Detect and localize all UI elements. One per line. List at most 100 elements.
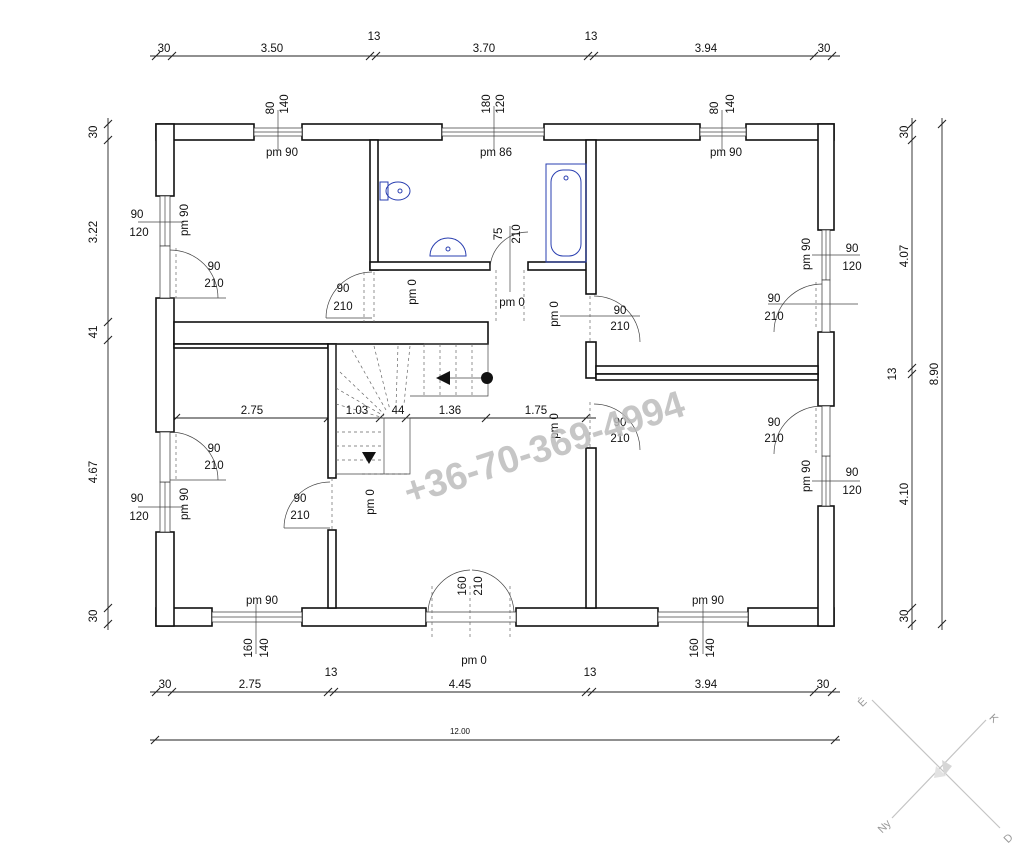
window-sill-label: pm 86 — [480, 147, 512, 159]
dim-left-label: 41 — [88, 326, 100, 339]
door-height-label: 210 — [764, 311, 783, 323]
door-width-label: 90 — [768, 417, 781, 429]
dim-interior-label: 44 — [392, 405, 405, 417]
window-height-label: 120 — [842, 261, 861, 273]
dim-bottom-label: 13 — [325, 667, 338, 679]
stair-down-arrow-icon — [362, 452, 376, 464]
door-sill-label: pm 0 — [549, 413, 561, 439]
dim-left-label: 30 — [88, 610, 100, 623]
window-sill-label: pm 90 — [246, 595, 278, 607]
window-width-label: 160 — [243, 638, 255, 657]
dim-top-label: 3.94 — [695, 43, 718, 55]
door-sill-label: pm 0 — [407, 279, 419, 305]
walls — [155, 123, 835, 627]
compass-north-label: É — [855, 695, 869, 709]
window-width-label: 90 — [846, 467, 859, 479]
compass-east-label: K — [986, 712, 1000, 726]
door-height-label: 210 — [610, 321, 629, 333]
window-sill-label: pm 90 — [692, 595, 724, 607]
door-height-label: 210 — [290, 510, 309, 522]
window-sill-label: pm 90 — [710, 147, 742, 159]
window-width-label: 180 — [481, 94, 493, 113]
door-width-label: 90 — [614, 417, 627, 429]
door-width-label: 160 — [457, 576, 469, 595]
window-width-label: 90 — [131, 209, 144, 221]
compass-west-label: Ny — [876, 817, 894, 835]
dim-top-label: 13 — [585, 31, 598, 43]
door-sill-label: pm 0 — [549, 301, 561, 327]
window-width-label: 90 — [131, 493, 144, 505]
door-width-label: 90 — [208, 443, 221, 455]
dim-bottom-label: 30 — [817, 679, 830, 691]
dim-right-label: 13 — [887, 368, 899, 381]
door-height-label: 210 — [333, 301, 352, 313]
compass-rose-icon: É K D Ny — [855, 695, 1016, 846]
door-height-label: 210 — [511, 224, 523, 243]
window-height-label: 120 — [129, 511, 148, 523]
door-width-label: 90 — [768, 293, 781, 305]
door-height-label: 210 — [610, 433, 629, 445]
door-width-label: 90 — [337, 283, 350, 295]
dim-top-label: 13 — [368, 31, 381, 43]
dim-bottom-label: 4.45 — [449, 679, 471, 691]
bathroom-fixtures — [379, 163, 587, 263]
door-height-label: 210 — [204, 460, 223, 472]
dim-bottom-label: 13 — [584, 667, 597, 679]
window-sill-label: pm 90 — [801, 238, 813, 270]
window-sill-label: pm 90 — [179, 488, 191, 520]
door-width-label: 90 — [614, 305, 627, 317]
window-width-label: 160 — [689, 638, 701, 657]
window-height-label: 120 — [495, 94, 507, 113]
window-sill-label: pm 90 — [179, 204, 191, 236]
dim-bottom-label: 2.75 — [239, 679, 261, 691]
window-sill-label: pm 90 — [801, 460, 813, 492]
dim-top-label: 30 — [818, 43, 831, 55]
dim-right-label: 30 — [899, 126, 911, 139]
window-width-label: 90 — [846, 243, 859, 255]
stair-start-dot-icon — [481, 372, 493, 384]
dim-top-label: 3.70 — [473, 43, 495, 55]
window-height-label: 120 — [129, 227, 148, 239]
door-height-label: 210 — [204, 278, 223, 290]
door-width-label: 75 — [493, 228, 505, 241]
dim-interior-label: 1.03 — [346, 405, 368, 417]
door-sill-label: pm 0 — [365, 489, 377, 515]
bathtub-icon — [545, 163, 587, 263]
window-height-label: 140 — [705, 638, 717, 657]
window-height-label: 140 — [259, 638, 271, 657]
door-width-label: 90 — [208, 261, 221, 273]
dim-right-label: 30 — [899, 610, 911, 623]
dim-top-label: 30 — [158, 43, 171, 55]
dim-right-label: 4.10 — [899, 483, 911, 505]
dim-interior-label: 2.75 — [241, 405, 263, 417]
door-height-label: 210 — [473, 576, 485, 595]
toilet-icon — [379, 181, 411, 201]
phone-watermark: +36-70-369-4994 — [399, 383, 690, 513]
dim-left-label: 30 — [88, 126, 100, 139]
stair-up-arrow-icon — [436, 371, 450, 385]
door-height-label: 210 — [764, 433, 783, 445]
window-height-label: 140 — [279, 94, 291, 113]
window-width-label: 80 — [265, 102, 277, 115]
door-sill-label: pm 0 — [461, 655, 487, 667]
sink-icon — [429, 237, 467, 257]
door-sill-label: pm 0 — [499, 297, 525, 309]
dim-interior-label: 1.75 — [525, 405, 547, 417]
window-height-label: 120 — [842, 485, 861, 497]
opening-labels: 80 140 pm 90 180 120 pm 86 80 140 pm 90 … — [129, 94, 861, 667]
dim-top-label: 3.50 — [261, 43, 283, 55]
staircase — [335, 343, 493, 475]
dim-overall-height: 8.90 — [929, 363, 941, 385]
door-width-label: 90 — [294, 493, 307, 505]
window-frames — [138, 106, 860, 654]
window-sill-label: pm 90 — [266, 147, 298, 159]
compass-south-label: D — [1002, 832, 1016, 846]
window-height-label: 140 — [725, 94, 737, 113]
dim-interior-label: 1.36 — [439, 405, 461, 417]
window-width-label: 80 — [709, 102, 721, 115]
door-swings — [169, 226, 858, 640]
dim-left-label: 4.67 — [88, 461, 100, 483]
dim-bottom-label: 3.94 — [695, 679, 718, 691]
dimension-labels: 30 3.50 13 3.70 13 3.94 30 30 2.75 13 4.… — [88, 31, 941, 736]
